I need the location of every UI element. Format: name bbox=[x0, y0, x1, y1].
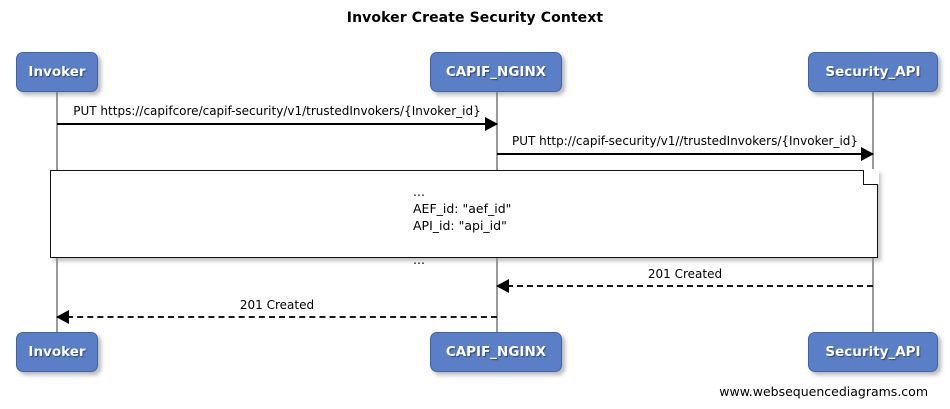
participant-invoker-top[interactable]: Invoker bbox=[16, 52, 98, 92]
arrowhead-icon bbox=[485, 117, 498, 131]
message-arrow-2[interactable] bbox=[497, 147, 874, 161]
note-box: ... AEF_id: "aef_id" API_id: "api_id" ..… bbox=[50, 169, 879, 267]
participant-capif-nginx-bottom[interactable]: CAPIF_NGINX bbox=[430, 332, 562, 372]
message-label-3: 201 Created bbox=[647, 267, 723, 281]
message-label-2: PUT http://capif-security/v1//trustedInv… bbox=[511, 134, 859, 148]
message-arrow-3[interactable] bbox=[496, 279, 873, 293]
message-line-1 bbox=[57, 123, 497, 125]
participant-capif-nginx-top[interactable]: CAPIF_NGINX bbox=[430, 52, 562, 92]
watermark-footer: www.websequencediagrams.com bbox=[719, 384, 928, 399]
note-fold-corner-icon bbox=[863, 170, 878, 185]
participant-security-api-top[interactable]: Security_API bbox=[808, 52, 938, 92]
note-text: ... AEF_id: "aef_id" API_id: "api_id" ..… bbox=[413, 184, 512, 267]
participant-invoker-bottom[interactable]: Invoker bbox=[16, 332, 98, 372]
page-title: Invoker Create Security Context bbox=[346, 10, 604, 26]
message-line-2 bbox=[497, 153, 873, 155]
arrowhead-icon bbox=[56, 310, 69, 324]
message-arrow-1[interactable] bbox=[57, 117, 498, 131]
message-arrow-4[interactable] bbox=[56, 310, 497, 324]
message-label-4: 201 Created bbox=[239, 298, 315, 312]
message-line-3 bbox=[497, 285, 873, 287]
message-line-4 bbox=[57, 316, 497, 318]
participant-security-api-bottom[interactable]: Security_API bbox=[808, 332, 938, 372]
message-label-1: PUT https://capifcore/capif-security/v1/… bbox=[73, 104, 481, 118]
arrowhead-icon bbox=[861, 147, 874, 161]
arrowhead-icon bbox=[496, 279, 509, 293]
